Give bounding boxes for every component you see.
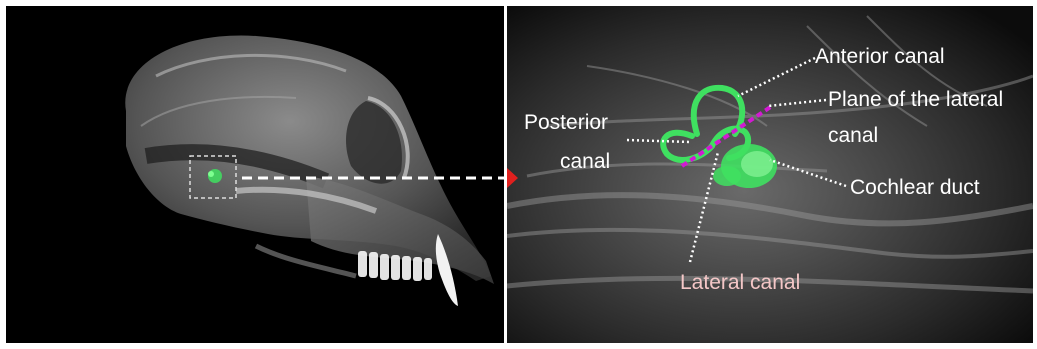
label-anterior-canal: Anterior canal [815,44,945,69]
label-posterior-line1: Posterior [524,110,608,135]
label-plane-lateral-line1: Plane of the lateral [828,87,1003,112]
skull-overview-panel [6,6,504,343]
label-lateral-canal: Lateral canal [680,270,800,295]
skull-illustration [6,6,504,343]
label-plane-lateral-line2: canal [828,123,878,148]
label-posterior-line2: canal [560,149,610,174]
label-cochlear-duct: Cochlear duct [850,175,980,200]
